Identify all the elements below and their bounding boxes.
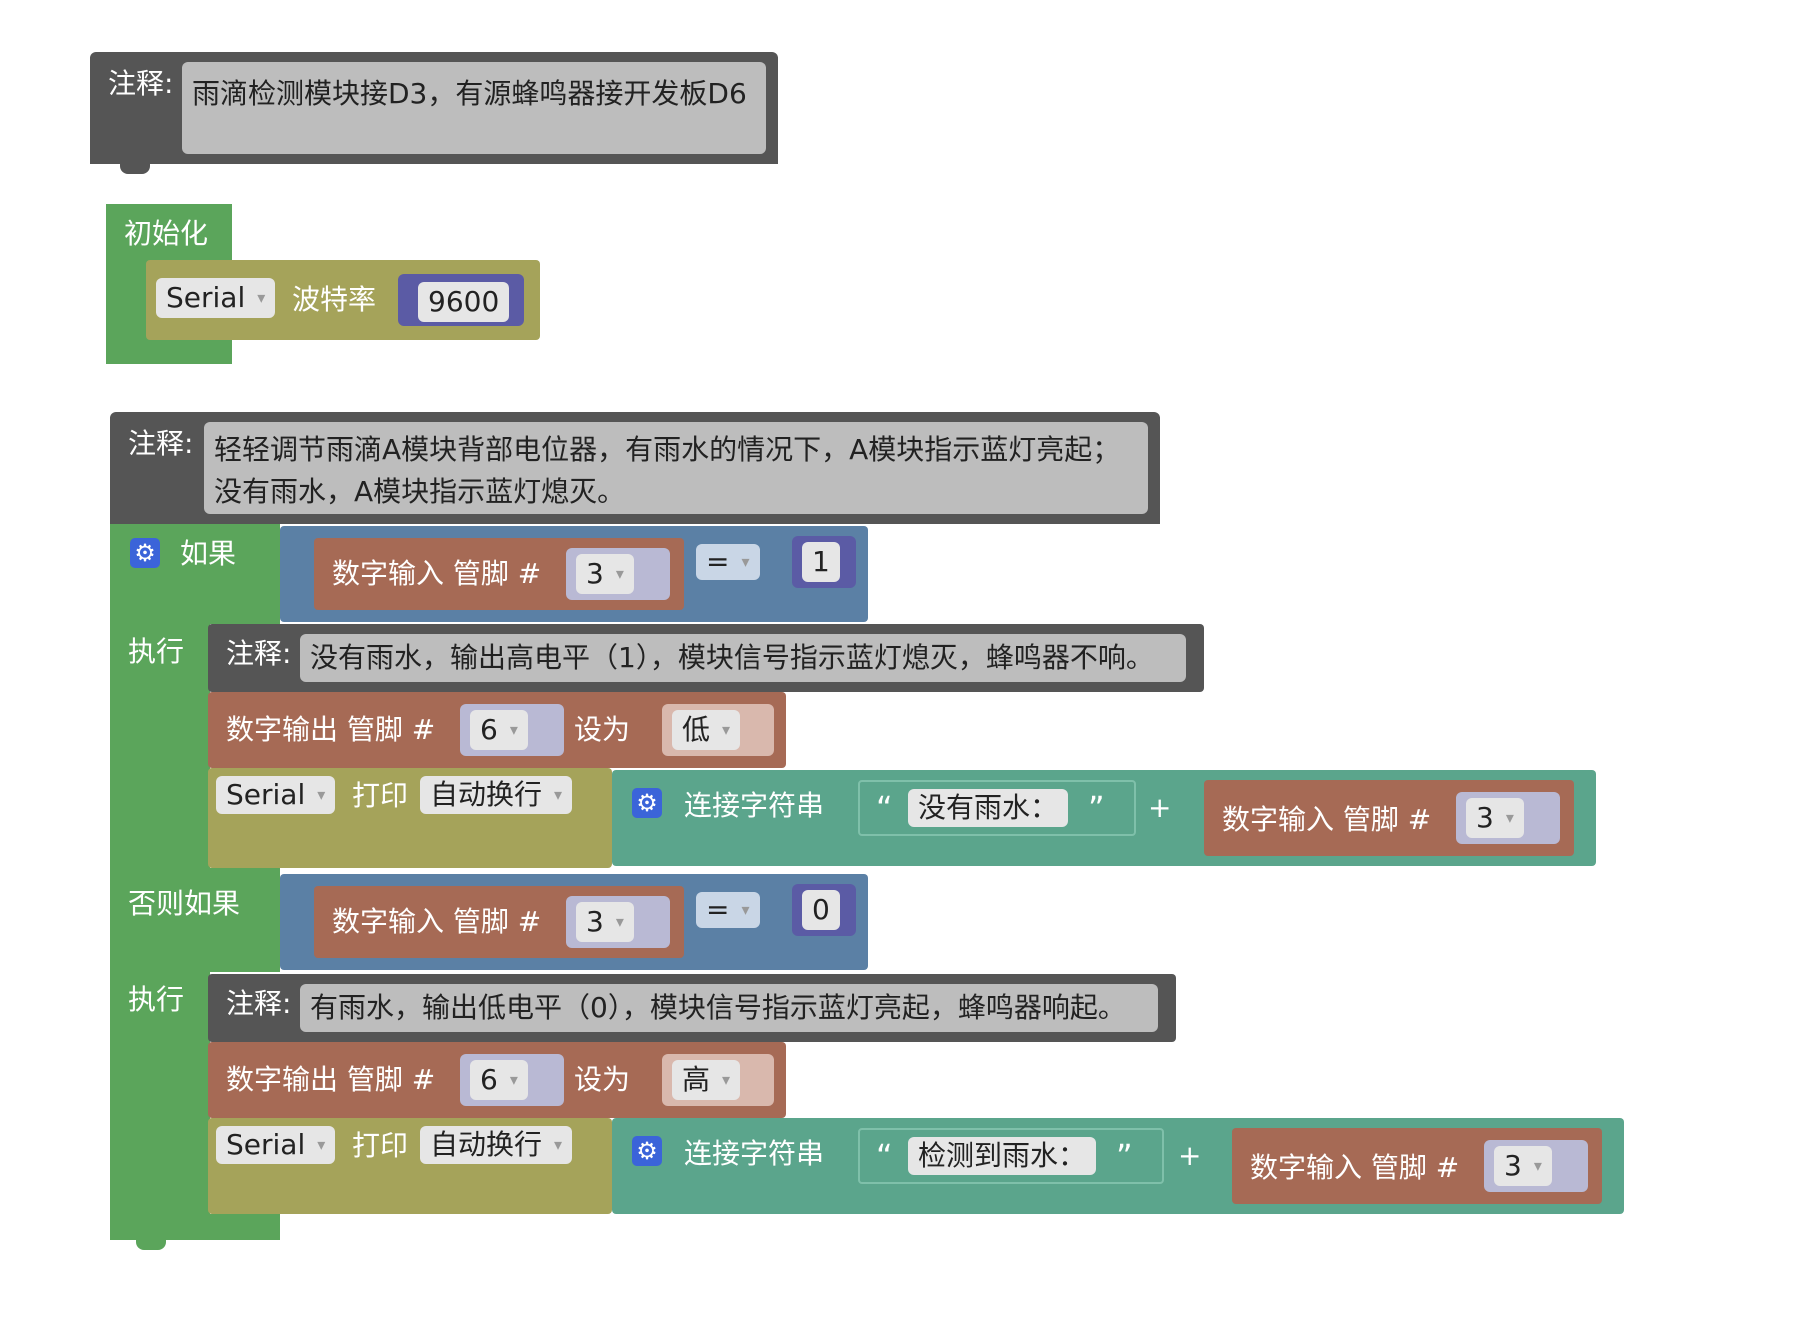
pin-dropdown[interactable]: 6 — [470, 710, 528, 750]
comment-1-notch — [120, 164, 150, 174]
digital-write-label: 数字输出 管脚 # — [226, 1063, 436, 1096]
comment-block-3[interactable]: 注释: 没有雨水，输出高电平（1），模块信号指示蓝灯熄灭，蜂鸣器不响。 — [208, 624, 1204, 692]
plus-sign: + — [1148, 791, 1172, 824]
baud-label: 波特率 — [292, 283, 377, 316]
close-quote: ” — [1116, 1137, 1133, 1175]
baud-input[interactable]: 9600 — [418, 282, 510, 322]
digital-read-label: 数字输入 管脚 # — [1250, 1151, 1460, 1184]
comment-block-1[interactable]: 注释: 雨滴检测模块接D3，有源蜂鸣器接开发板D6 — [90, 52, 778, 164]
concat-label: 连接字符串 — [684, 789, 825, 822]
setup-title: 初始化 — [124, 217, 209, 250]
digital-read-label: 数字输入 管脚 # — [1222, 803, 1432, 836]
comment-text: 有雨水，输出低电平（0），模块信号指示蓝灯亮起，蜂鸣器响起。 — [310, 991, 1126, 1024]
concat-label: 连接字符串 — [684, 1137, 825, 1170]
compare-block-1[interactable]: 数字输入 管脚 # 3 = 1 — [280, 526, 868, 622]
close-quote: ” — [1088, 789, 1105, 827]
plus-sign: + — [1178, 1139, 1202, 1172]
gear-icon[interactable]: ⚙ — [632, 788, 662, 818]
if-bottom-notch — [136, 1240, 166, 1250]
open-quote: “ — [876, 789, 893, 827]
setup-title-bar — [106, 204, 232, 260]
digital-read-block[interactable]: 数字输入 管脚 # 3 — [1204, 780, 1574, 856]
digital-read-block[interactable]: 数字输入 管脚 # 3 — [314, 886, 684, 958]
setup-bottom-bar — [106, 340, 232, 364]
concat-block[interactable]: ⚙ 连接字符串 “ 没有雨水： ” + 数字输入 管脚 # 3 — [612, 770, 1596, 866]
string-input[interactable]: 检测到雨水： — [908, 1137, 1097, 1175]
comment-label: 注释: — [128, 427, 194, 460]
do-label: 执行 — [128, 635, 185, 668]
concat-block[interactable]: ⚙ 连接字符串 “ 检测到雨水： ” + 数字输入 管脚 # 3 — [612, 1118, 1624, 1214]
string-block[interactable]: “ 检测到雨水： ” — [858, 1128, 1164, 1184]
compare-block-2[interactable]: 数字输入 管脚 # 3 = 0 — [280, 874, 868, 970]
serial-baud-block[interactable]: Serial 波特率 9600 — [146, 260, 540, 340]
serial-dropdown[interactable]: Serial — [216, 776, 336, 814]
comment-text: 雨滴检测模块接D3，有源蜂鸣器接开发板D6 — [192, 77, 747, 110]
set-label: 设为 — [574, 713, 631, 746]
pin-dropdown[interactable]: 6 — [470, 1060, 528, 1100]
newline-dropdown[interactable]: 自动换行 — [420, 776, 573, 814]
digital-write-block[interactable]: 数字输出 管脚 # 6 设为 低 — [208, 692, 786, 768]
comment-text-field[interactable]: 轻轻调节雨滴A模块背部电位器，有雨水的情况下，A模块指示蓝灯亮起； 没有雨水，A… — [204, 422, 1148, 514]
serial-print-block[interactable]: Serial 打印 自动换行 — [208, 768, 612, 868]
pin-dropdown[interactable]: 3 — [576, 902, 634, 942]
operator-dropdown[interactable]: = — [696, 892, 760, 928]
if-bottom-bar — [110, 1214, 280, 1240]
comment-block-2[interactable]: 注释: 轻轻调节雨滴A模块背部电位器，有雨水的情况下，A模块指示蓝灯亮起； 没有… — [110, 412, 1160, 524]
comment-label: 注释: — [226, 987, 292, 1020]
comment-block-4[interactable]: 注释: 有雨水，输出低电平（0），模块信号指示蓝灯亮起，蜂鸣器响起。 — [208, 974, 1176, 1042]
digital-read-block[interactable]: 数字输入 管脚 # 3 — [1232, 1128, 1602, 1204]
digital-read-block[interactable]: 数字输入 管脚 # 3 — [314, 538, 684, 610]
digital-write-label: 数字输出 管脚 # — [226, 713, 436, 746]
comment-label: 注释: — [108, 67, 174, 100]
comment-text: 没有雨水，输出高电平（1），模块信号指示蓝灯熄灭，蜂鸣器不响。 — [310, 641, 1154, 674]
level-dropdown[interactable]: 高 — [672, 1060, 741, 1100]
serial-dropdown[interactable]: Serial — [156, 278, 276, 318]
number-input[interactable]: 1 — [802, 542, 840, 582]
comment-text-line2: 没有雨水，A模块指示蓝灯熄灭。 — [214, 475, 626, 508]
serial-print-block[interactable]: Serial 打印 自动换行 — [208, 1118, 612, 1214]
level-dropdown[interactable]: 低 — [672, 710, 741, 750]
operator-dropdown[interactable]: = — [696, 544, 760, 580]
print-label: 打印 — [352, 779, 409, 812]
elseif-header-row — [110, 868, 280, 972]
do2-label: 执行 — [128, 983, 185, 1016]
string-input[interactable]: 没有雨水： — [908, 789, 1069, 827]
comment-text-line1: 轻轻调节雨滴A模块背部电位器，有雨水的情况下，A模块指示蓝灯亮起； — [214, 433, 1121, 466]
set-label: 设为 — [574, 1063, 631, 1096]
pin-dropdown[interactable]: 3 — [576, 554, 634, 594]
digital-write-block[interactable]: 数字输出 管脚 # 6 设为 高 — [208, 1042, 786, 1118]
open-quote: “ — [876, 1137, 893, 1175]
comment-text-field[interactable]: 有雨水，输出低电平（0），模块信号指示蓝灯亮起，蜂鸣器响起。 — [300, 984, 1158, 1032]
comment-text-field[interactable]: 雨滴检测模块接D3，有源蜂鸣器接开发板D6 — [182, 62, 766, 154]
string-block[interactable]: “ 没有雨水： ” — [858, 780, 1136, 836]
newline-dropdown[interactable]: 自动换行 — [420, 1126, 573, 1164]
print-label: 打印 — [352, 1129, 409, 1162]
comment-label: 注释: — [226, 637, 292, 670]
digital-read-label: 数字输入 管脚 # — [332, 905, 542, 938]
gear-icon[interactable]: ⚙ — [130, 538, 160, 568]
pin-dropdown[interactable]: 3 — [1494, 1146, 1552, 1186]
serial-dropdown[interactable]: Serial — [216, 1126, 336, 1164]
comment-text-field[interactable]: 没有雨水，输出高电平（1），模块信号指示蓝灯熄灭，蜂鸣器不响。 — [300, 634, 1186, 682]
elseif-label: 否则如果 — [128, 887, 241, 920]
gear-icon[interactable]: ⚙ — [632, 1136, 662, 1166]
digital-read-label: 数字输入 管脚 # — [332, 557, 542, 590]
if-label: 如果 — [180, 537, 237, 570]
pin-dropdown[interactable]: 3 — [1466, 798, 1524, 838]
number-input[interactable]: 0 — [802, 890, 840, 930]
